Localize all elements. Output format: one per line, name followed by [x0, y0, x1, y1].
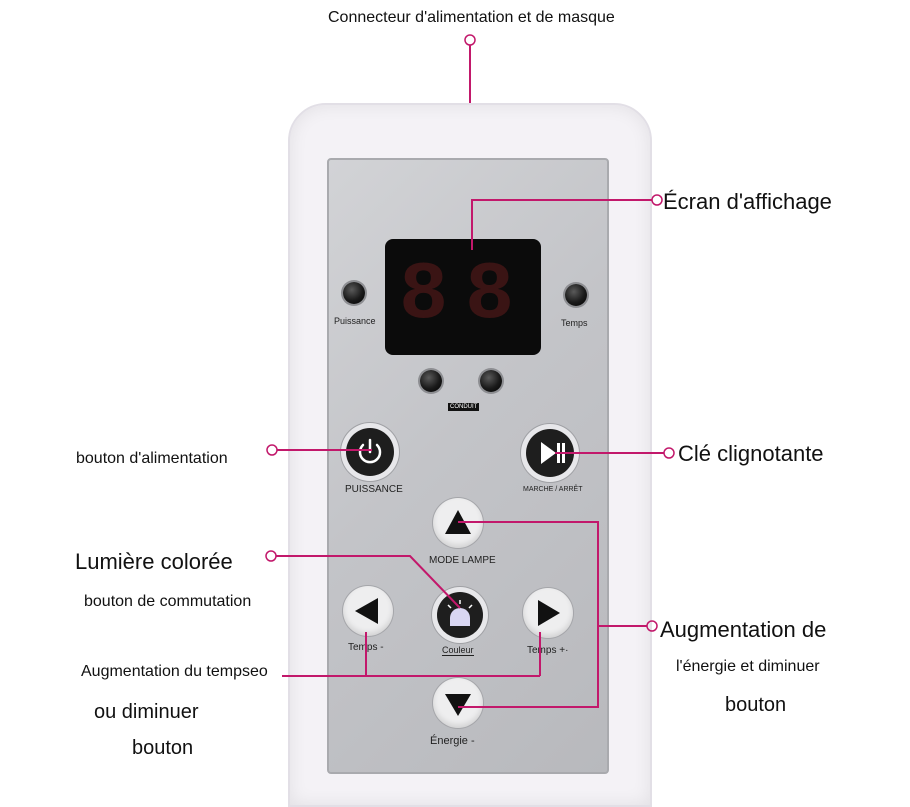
triangle-right-icon: [538, 600, 560, 626]
color-light-callout-title: Lumière colorée: [75, 549, 233, 574]
callout-lines: [265, 34, 675, 708]
lamp-light-icon: [447, 600, 473, 626]
time-callout-line3: bouton: [132, 737, 194, 759]
display-digit-1: 8: [399, 249, 449, 342]
temps-led: [565, 284, 587, 306]
connector-callout: Connecteur d'alimentation et de masque: [328, 9, 615, 26]
energy-decrease-button[interactable]: [433, 678, 483, 728]
energy-callout-line3: bouton: [725, 694, 787, 716]
conduit-label: CONDUIT: [448, 403, 480, 411]
energy-callout-line2: l'énergie et diminuer: [676, 658, 820, 675]
temps-led-label: Temps: [561, 318, 588, 328]
color-light-callout-subtitle: bouton de commutation: [84, 593, 252, 610]
time-callout-line1: Augmentation du tempseo: [81, 663, 268, 680]
triangle-down-icon: [445, 694, 471, 716]
display-callout: Écran d'affichage: [663, 189, 832, 214]
time-increase-button[interactable]: [523, 588, 573, 638]
puissance-led-label: Puissance: [334, 316, 376, 326]
conduit-led-right: [480, 370, 502, 392]
color-switch-label: Couleur: [442, 645, 474, 656]
puissance-led: [343, 282, 365, 304]
triangle-left-icon: [355, 598, 378, 624]
digital-display: 8 8: [385, 239, 541, 355]
time-callout-line2: ou diminuer: [94, 701, 199, 723]
display-digit-2: 8: [465, 249, 515, 342]
power-button-callout: bouton d'alimentation: [76, 450, 228, 467]
time-decrease-button[interactable]: [343, 586, 393, 636]
energy-callout-line1: Augmentation de: [660, 617, 827, 642]
energy-decrease-label: Énergie -: [430, 735, 475, 747]
color-switch-button[interactable]: [437, 592, 483, 638]
play-pause-label: MARCHE / ARRÊT: [523, 486, 583, 493]
time-increase-label: Temps +·: [527, 645, 569, 656]
mode-lamp-label: MODE LAMPE: [429, 555, 496, 566]
conduit-led-left: [420, 370, 442, 392]
flash-key-callout: Clé clignotante: [678, 441, 824, 466]
power-button-label: PUISSANCE: [345, 484, 403, 495]
